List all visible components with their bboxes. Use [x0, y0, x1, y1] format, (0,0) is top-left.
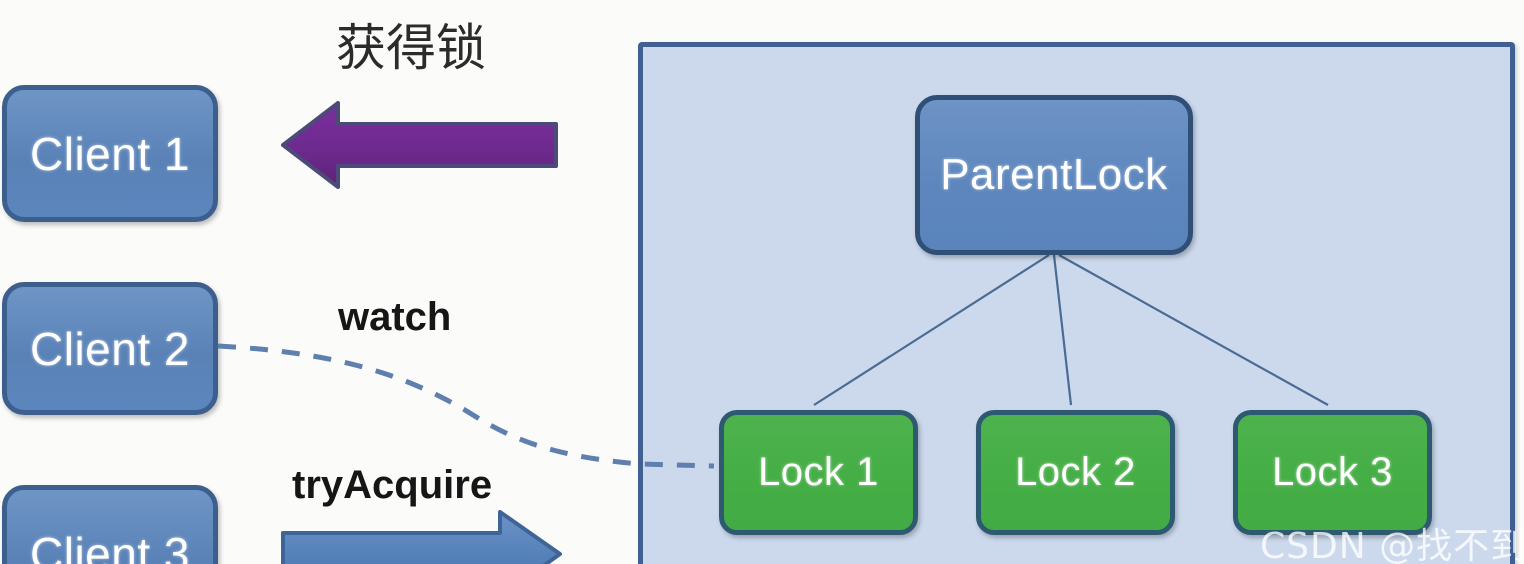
acquire-lock-arrow-icon: [281, 101, 558, 189]
lock-3-label: Lock 3: [1272, 450, 1393, 494]
watch-label: watch: [338, 295, 452, 339]
lock-3-node[interactable]: Lock 3: [1233, 410, 1432, 535]
lock-2-label: Lock 2: [1015, 450, 1136, 494]
lock-1-label: Lock 1: [758, 450, 879, 494]
client-1-node[interactable]: Client 1: [2, 85, 218, 222]
client-3-node[interactable]: Client 3: [2, 485, 218, 564]
try-acquire-label: tryAcquire: [292, 463, 493, 507]
client-2-node[interactable]: Client 2: [2, 282, 218, 415]
try-acquire-arrow-icon: [281, 510, 562, 564]
parent-lock-connector-lines: [813, 254, 1329, 406]
parent-lock-label: ParentLock: [940, 150, 1168, 199]
csdn-watermark: CSDN @找不到、了: [1260, 526, 1524, 564]
lock-2-node[interactable]: Lock 2: [976, 410, 1175, 535]
parent-lock-node[interactable]: ParentLock: [915, 95, 1193, 255]
zookeeper-panel: ParentLock Lock 1 Lock 2 Lock 3 CSDN @找不…: [638, 42, 1524, 564]
lock-1-node[interactable]: Lock 1: [719, 410, 918, 535]
client-3-label: Client 3: [30, 527, 190, 564]
client-2-label: Client 2: [30, 322, 190, 375]
client-1-label: Client 1: [30, 127, 190, 180]
acquire-lock-label: 获得锁: [336, 19, 486, 77]
